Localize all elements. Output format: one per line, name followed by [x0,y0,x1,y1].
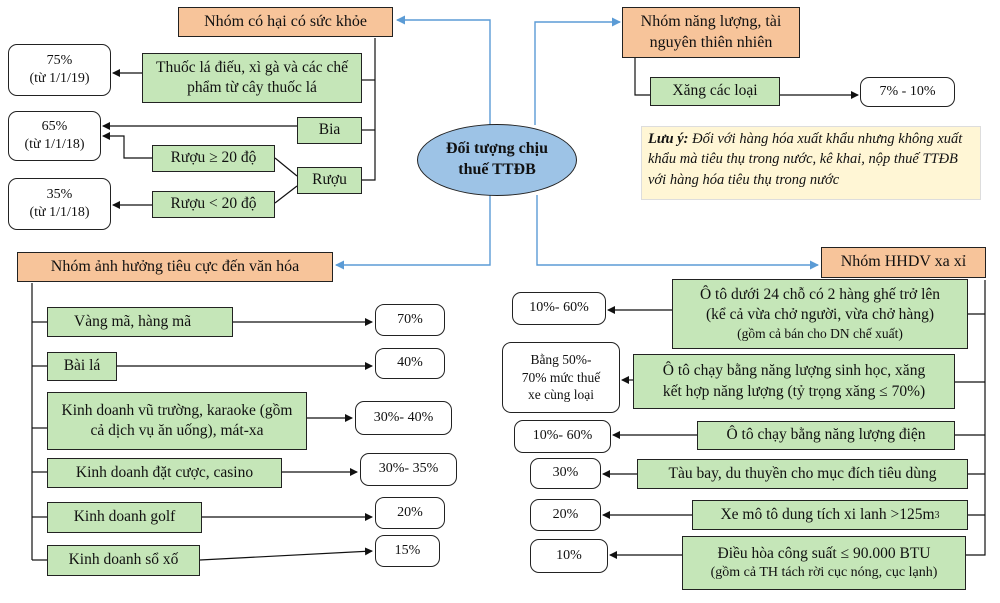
item-aircraft-yacht: Tàu bay, du thuyền cho mục đích tiêu dùn… [637,459,968,489]
rate-beer-note: (từ 1/1/18) [24,137,85,152]
item-votive-paper: Vàng mã, hàng mã [47,307,233,337]
item-air-conditioner-line1: Điều hòa công suất ≤ 90.000 BTU [717,544,931,562]
item-tobacco: Thuốc lá điếu, xì gà và các chế phẩm từ … [142,53,362,103]
rate-liquor-low-value: 35% [46,186,73,202]
center-topic-label: Đối tượng chịu thuế TTĐB [445,140,549,178]
item-car: Ô tô dưới 24 chỗ có 2 hàng ghế trở lên (… [672,279,968,349]
rate-tobacco-value: 75% [46,52,73,68]
rate-playing-cards: 40% [375,348,445,379]
rate-playing-cards-value: 40% [397,355,423,371]
item-lottery-label: Kinh doanh sổ xố [68,551,179,569]
rate-electric-car-value: 10%- 60% [532,428,593,444]
item-motorcycle-label: Xe mô tô dung tích xi lanh >125m [720,505,935,523]
item-tobacco-label: Thuốc lá điếu, xì gà và các chế phẩm từ … [156,58,348,96]
rate-air-conditioner: 10% [530,539,608,573]
group-culture-title: Nhóm ảnh hưởng tiêu cực đến văn hóa [50,257,300,275]
rate-car: 10%- 60% [512,292,606,325]
rate-aircraft-yacht-value: 30% [552,465,579,481]
item-golf: Kinh doanh golf [47,502,202,533]
rate-biofuel-car: Bằng 50%- 70% mức thuế xe cùng loại [502,342,620,413]
item-biofuel-car: Ô tô chạy bằng năng lượng sinh học, xăng… [633,354,955,409]
item-car-line3: (gồm cả bán cho DN chế xuất) [737,326,903,342]
rate-gasoline: 7% - 10% [860,77,955,107]
group-energy-header: Nhóm năng lượng, tài nguyên thiên nhiên [622,7,800,58]
rate-liquor-low: 35% (từ 1/1/18) [8,178,111,230]
item-playing-cards-label: Bài lá [63,357,101,375]
center-topic: Đối tượng chịu thuế TTĐB [417,124,577,196]
item-air-conditioner-line2: (gồm cả TH tách rời cục nóng, cục lạnh) [710,564,938,580]
item-car-line1: Ô tô dưới 24 chỗ có 2 hàng ghế trở lên [699,286,941,304]
rate-lottery-value: 15% [394,542,421,558]
item-liquor-low: Rượu < 20 độ [152,191,275,218]
item-votive-paper-label: Vàng mã, hàng mã [74,312,192,330]
rate-car-value: 10%- 60% [529,300,589,316]
rate-lottery: 15% [375,535,440,567]
rate-aircraft-yacht: 30% [530,458,601,489]
rate-casino-value: 30%- 35% [378,461,439,477]
item-casino: Kinh doanh đặt cược, casino [47,458,282,488]
item-gasoline-label: Xăng các loại [672,82,758,100]
rate-gasoline-value: 7% - 10% [879,83,936,99]
rate-votive-paper-value: 70% [397,311,423,327]
item-biofuel-car-line1: Ô tô chạy bằng năng lượng sinh học, xăng [662,362,926,380]
item-liquor: Rượu [297,167,362,194]
group-culture-header: Nhóm ảnh hưởng tiêu cực đến văn hóa [17,252,333,282]
item-playing-cards: Bài lá [47,352,117,381]
rate-beer-value: 65% [41,118,68,134]
item-biofuel-car-line2: kết hợp năng lượng (tỷ trọng xăng ≤ 70%) [662,382,926,400]
rate-air-conditioner-value: 10% [556,547,582,563]
item-car-line2: (kể cả vừa chở người, vừa chở hàng) [706,306,934,324]
group-health-title: Nhóm có hại có sức khỏe [204,12,367,30]
item-liquor-label: Rượu [312,171,347,189]
item-electric-car-label: Ô tô chạy bằng năng lượng điện [726,426,926,444]
item-gasoline: Xăng các loại [650,77,780,106]
group-health-header: Nhóm có hại có sức khỏe [178,7,393,37]
rate-golf-value: 20% [397,504,423,520]
rate-beer: 65% (từ 1/1/18) [8,111,101,161]
group-energy-title: Nhóm năng lượng, tài nguyên thiên nhiên [640,12,782,51]
group-luxury-header: Nhóm HHDV xa xỉ [821,247,986,278]
item-liquor-high: Rượu ≥ 20 độ [152,145,275,172]
rate-votive-paper: 70% [375,304,445,336]
rate-motorcycle-value: 20% [552,506,579,522]
item-karaoke: Kinh doanh vũ trường, karaoke (gồm cả dị… [47,392,307,450]
item-motorcycle-unit-exponent: 3 [934,509,940,521]
item-karaoke-label: Kinh doanh vũ trường, karaoke (gồm cả dị… [61,401,293,439]
rate-liquor-low-note: (từ 1/1/18) [29,205,90,220]
rate-karaoke-value: 30%- 40% [373,409,434,425]
item-lottery: Kinh doanh sổ xố [47,545,200,576]
item-beer-label: Bia [318,121,341,139]
item-aircraft-yacht-label: Tàu bay, du thuyền cho mục đích tiêu dùn… [668,464,937,482]
item-beer: Bia [297,117,362,144]
rate-electric-car: 10%- 60% [514,420,611,453]
item-liquor-low-label: Rượu < 20 độ [170,195,257,213]
note-box: Lưu ý: Đối với hàng hóa xuất khẩu nhưng … [641,126,981,200]
rate-karaoke: 30%- 40% [355,401,452,435]
rate-tobacco-note: (từ 1/1/19) [29,71,90,86]
rate-tobacco: 75% (từ 1/1/19) [8,44,111,96]
rate-casino: 30%- 35% [360,453,457,486]
item-casino-label: Kinh doanh đặt cược, casino [75,463,254,481]
rate-biofuel-car-value: Bằng 50%- 70% mức thuế xe cùng loại [521,352,601,403]
rate-golf: 20% [375,497,445,529]
item-golf-label: Kinh doanh golf [73,508,176,526]
item-air-conditioner: Điều hòa công suất ≤ 90.000 BTU (gồm cả … [682,536,966,590]
note-label: Lưu ý: [648,131,689,147]
rate-motorcycle: 20% [530,499,601,531]
item-electric-car: Ô tô chạy bằng năng lượng điện [697,421,955,450]
note-text: Đối với hàng hóa xuất khẩu nhưng không x… [648,131,963,188]
group-luxury-title: Nhóm HHDV xa xỉ [840,253,967,271]
item-liquor-high-label: Rượu ≥ 20 độ [170,149,257,167]
